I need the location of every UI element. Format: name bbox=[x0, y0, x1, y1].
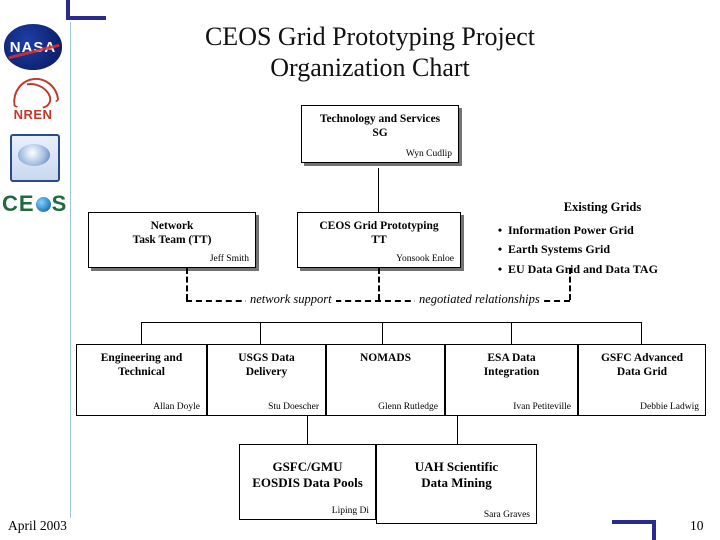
nren-logo-label: NREN bbox=[13, 107, 53, 122]
box-gsfc-advanced-data-grid-name: Debbie Ladwig bbox=[640, 402, 699, 412]
box-nomads-title: NOMADS bbox=[327, 345, 444, 365]
box-technology-and-services-sg-name: Wyn Cudlip bbox=[405, 149, 452, 159]
box-engineering-and-technical-title-line1: Engineering and bbox=[100, 352, 183, 364]
box-gsfc-gmu-eosdis-data-pools[interactable]: GSFC/GMU EOSDIS Data Pools Liping Di bbox=[239, 444, 376, 520]
label-network-support: network support bbox=[246, 292, 336, 307]
box-engineering-and-technical-name: Allan Doyle bbox=[153, 402, 200, 412]
box-uah-scientific-data-mining-title: UAH Scientific Data Mining bbox=[377, 445, 536, 492]
box-ceos-grid-prototyping-tt-title-line2: TT bbox=[371, 234, 387, 247]
box-network-task-team[interactable]: Network Task Team (TT) Jeff Smith bbox=[88, 212, 256, 268]
corner-accent-bar-bottom-vertical bbox=[652, 520, 656, 540]
existing-grids-list-item-label: Earth Systems Grid bbox=[508, 242, 610, 257]
box-network-task-team-title-line2: Task Team (TT) bbox=[132, 234, 212, 247]
box-gsfc-advanced-data-grid[interactable]: GSFC Advanced Data Grid Debbie Ladwig bbox=[578, 344, 706, 416]
existing-grids-list-item-label: Information Power Grid bbox=[508, 223, 634, 237]
box-usgs-data-delivery[interactable]: USGS Data Delivery Stu Doescher bbox=[207, 344, 326, 416]
box-gsfc-gmu-eosdis-data-pools-title-line2: EOSDIS Data Pools bbox=[252, 475, 363, 491]
box-uah-scientific-data-mining-title-line2: Data Mining bbox=[421, 475, 492, 491]
connector-row3-bus bbox=[141, 322, 641, 323]
box-engineering-and-technical[interactable]: Engineering and Technical Allan Doyle bbox=[76, 344, 207, 416]
ceos-logo-icon: CE S bbox=[2, 188, 68, 220]
page-title-line2: Organization Chart bbox=[270, 52, 470, 82]
dashed-connector-existing-grids-down bbox=[569, 268, 571, 300]
dashed-connector-horizontal bbox=[186, 300, 570, 302]
corner-accent-bar-top-horizontal bbox=[66, 16, 106, 20]
ceos-logo-label-left: CE bbox=[2, 191, 35, 216]
ceos-logo-label-right: S bbox=[51, 191, 68, 216]
page-title-line1: CEOS Grid Prototyping Project bbox=[204, 22, 536, 51]
box-ceos-grid-prototyping-tt-title-line1: CEOS Grid Prototyping bbox=[319, 220, 439, 232]
nasa-logo-icon: NASA bbox=[4, 24, 62, 70]
box-esa-data-integration-title-line1: ESA Data bbox=[487, 352, 536, 364]
box-gsfc-advanced-data-grid-title: GSFC Advanced Data Grid bbox=[579, 345, 705, 380]
box-esa-data-integration[interactable]: ESA Data Integration Ivan Petiteville bbox=[445, 344, 578, 416]
connector-row3-drop-nomads bbox=[382, 322, 383, 344]
box-network-task-team-title-line1: Network bbox=[150, 220, 194, 232]
existing-grids-list: • Information Power Grid • Earth Systems… bbox=[492, 221, 720, 279]
connector-row4-drop-eosdis bbox=[307, 416, 308, 444]
box-nomads-title-line1: NOMADS bbox=[359, 352, 412, 364]
box-nomads[interactable]: NOMADS Glenn Rutledge bbox=[326, 344, 445, 416]
existing-grids-list-item: • EU Data Grid and Data TAG bbox=[492, 260, 720, 279]
box-gsfc-gmu-eosdis-data-pools-title: GSFC/GMU EOSDIS Data Pools bbox=[240, 445, 375, 492]
box-engineering-and-technical-title: Engineering and Technical bbox=[77, 345, 206, 380]
left-vertical-rule bbox=[70, 22, 71, 518]
connector-row4-drop-uah bbox=[457, 416, 458, 444]
box-esa-data-integration-title: ESA Data Integration bbox=[446, 345, 577, 380]
box-ceos-grid-prototyping-tt-title: CEOS Grid Prototyping TT bbox=[298, 213, 460, 248]
connector-sg-to-grid-tt bbox=[378, 168, 379, 212]
box-uah-scientific-data-mining[interactable]: UAH Scientific Data Mining Sara Graves bbox=[376, 444, 537, 524]
ceos-globe-icon bbox=[35, 196, 51, 212]
bullet-icon: • bbox=[497, 223, 503, 237]
box-ceos-grid-prototyping-tt-name: Yonsook Enloe bbox=[396, 254, 454, 264]
existing-grids-list-item-label: EU Data Grid and Data TAG bbox=[508, 261, 658, 276]
corner-accent-bar-bottom-horizontal bbox=[612, 520, 656, 524]
box-gsfc-gmu-eosdis-data-pools-name: Liping Di bbox=[331, 506, 369, 516]
bullet-icon: • bbox=[497, 261, 503, 276]
nren-logo-icon: NREN bbox=[4, 74, 62, 122]
existing-grids-list-item: • Earth Systems Grid bbox=[492, 240, 720, 259]
box-uah-scientific-data-mining-title-line1: UAH Scientific bbox=[414, 459, 499, 474]
connector-row3-drop-gsfc bbox=[641, 322, 642, 344]
box-technology-and-services-sg-title-line1: Technology and Services bbox=[319, 113, 441, 125]
connector-row3-drop-usgs bbox=[260, 322, 261, 344]
box-technology-and-services-sg-title: Technology and Services SG bbox=[302, 106, 458, 141]
box-gsfc-advanced-data-grid-title-line2: Data Grid bbox=[616, 366, 668, 379]
existing-grids-list-item: • Information Power Grid bbox=[492, 221, 720, 240]
dashed-connector-grid-tt-down bbox=[378, 268, 380, 300]
label-negotiated-relationships: negotiated relationships bbox=[415, 292, 544, 307]
footer-page-number: 10 bbox=[690, 518, 704, 533]
box-technology-and-services-sg[interactable]: Technology and Services SG Wyn Cudlip bbox=[301, 105, 459, 163]
box-usgs-data-delivery-name: Stu Doescher bbox=[268, 402, 319, 412]
box-network-task-team-title: Network Task Team (TT) bbox=[89, 213, 255, 248]
box-uah-scientific-data-mining-name: Sara Graves bbox=[483, 510, 530, 520]
box-esa-data-integration-title-line2: Integration bbox=[483, 366, 540, 379]
box-esa-data-integration-name: Ivan Petiteville bbox=[513, 402, 571, 412]
footer-date: April 2003 bbox=[8, 518, 67, 533]
box-technology-and-services-sg-title-line2: SG bbox=[372, 127, 388, 140]
nasa-seal-icon bbox=[10, 134, 60, 182]
connector-row3-drop-engineering bbox=[141, 322, 142, 344]
box-usgs-data-delivery-title-line1: USGS Data bbox=[238, 352, 295, 364]
box-gsfc-advanced-data-grid-title-line1: GSFC Advanced bbox=[600, 352, 684, 364]
bullet-icon: • bbox=[497, 242, 503, 257]
box-gsfc-gmu-eosdis-data-pools-title-line1: GSFC/GMU bbox=[272, 459, 343, 474]
box-nomads-name: Glenn Rutledge bbox=[378, 402, 438, 412]
box-network-task-team-name: Jeff Smith bbox=[209, 254, 249, 264]
box-usgs-data-delivery-title: USGS Data Delivery bbox=[208, 345, 325, 380]
existing-grids-heading: Existing Grids bbox=[563, 200, 642, 214]
box-ceos-grid-prototyping-tt[interactable]: CEOS Grid Prototyping TT Yonsook Enloe bbox=[297, 212, 461, 268]
page-title: CEOS Grid Prototyping Project Organizati… bbox=[110, 22, 630, 83]
dashed-connector-network-tt-down bbox=[186, 268, 188, 300]
connector-row3-drop-esa bbox=[511, 322, 512, 344]
corner-accent-bar-top-vertical bbox=[66, 0, 70, 20]
box-engineering-and-technical-title-line2: Technical bbox=[118, 366, 165, 379]
box-usgs-data-delivery-title-line2: Delivery bbox=[245, 366, 288, 379]
